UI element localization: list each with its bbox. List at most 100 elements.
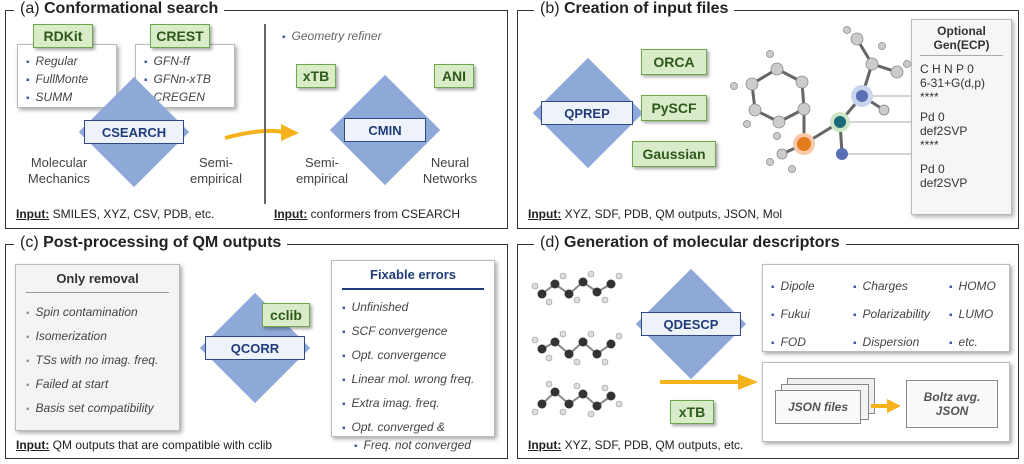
gen-line: def2SVP bbox=[920, 124, 968, 138]
gen-ecp-title: Optional Gen(ECP) bbox=[933, 24, 990, 52]
cmin-module: CMIN bbox=[344, 118, 426, 142]
panel-b-prefix: (b) bbox=[540, 0, 564, 17]
input-label: Input: bbox=[528, 438, 562, 452]
panel-c-title: (c) Post-processing of QM outputs bbox=[14, 234, 288, 252]
qcorr-module: QCORR bbox=[205, 336, 305, 360]
input-label: Input: bbox=[274, 207, 308, 221]
fixable-errors-box: Fixable errors Unfinished SCF convergenc… bbox=[331, 260, 495, 452]
fixable-item: Unfinished bbox=[342, 296, 494, 320]
panel-d-title: (d) Generation of molecular descriptors bbox=[534, 234, 846, 252]
input-text: XYZ, SDF, PDB, QM outputs, etc. bbox=[561, 438, 744, 452]
descriptor-item: HOMO bbox=[949, 273, 996, 301]
panel-a-prefix: (a) bbox=[20, 0, 44, 17]
descriptor-item: Fukui bbox=[771, 301, 853, 329]
input-text: QM outputs that are compatible with ccli… bbox=[49, 438, 273, 452]
fixable-item-cont: Freq. not converged bbox=[342, 437, 494, 455]
input-label: Input: bbox=[16, 438, 50, 452]
rdkit-box: RDKit bbox=[33, 24, 93, 48]
gen-line: Pd 0 bbox=[920, 162, 945, 176]
removal-item: TSs with no imag. freq. bbox=[26, 349, 179, 373]
panel-a-title: (a) Conformational search bbox=[14, 0, 225, 18]
crest-option: GFNn-xTB bbox=[144, 71, 234, 89]
descriptors-col-2: Charges Polarizability Dispersion bbox=[853, 273, 949, 357]
removal-item: Isomerization bbox=[26, 325, 179, 349]
gen-line: C H N P 0 bbox=[920, 62, 974, 76]
panel-d-prefix: (d) bbox=[540, 234, 564, 251]
gen-line: Pd 0 bbox=[920, 110, 945, 124]
panel-c-title-text: Post-processing of QM outputs bbox=[43, 234, 282, 251]
gen-ecp-box: Optional Gen(ECP) C H N P 0 6-31+G(d,p) … bbox=[911, 19, 1012, 215]
fixable-divider bbox=[342, 288, 484, 290]
fixable-item: Extra imag. freq. bbox=[342, 392, 494, 416]
input-label: Input: bbox=[528, 207, 562, 221]
fixable-item: SCF convergence bbox=[342, 320, 494, 344]
descriptor-item: Polarizability bbox=[853, 301, 949, 329]
descriptors-col-3: HOMO LUMO etc. bbox=[949, 273, 996, 357]
cclib-box: cclib bbox=[262, 303, 310, 327]
xtb-box-d: xTB bbox=[670, 400, 714, 424]
panel-b-input: Input: XYZ, SDF, PDB, QM outputs, JSON, … bbox=[528, 207, 782, 221]
arrow-to-boltz bbox=[871, 399, 901, 413]
removal-item: Failed at start bbox=[26, 373, 179, 397]
orca-box: ORCA bbox=[641, 49, 707, 75]
crest-option: CREGEN bbox=[144, 89, 234, 107]
only-removal-divider bbox=[26, 292, 169, 293]
panel-c-prefix: (c) bbox=[20, 234, 44, 251]
fixable-item: Opt. convergence bbox=[342, 344, 494, 368]
panel-d-title-text: Generation of molecular descriptors bbox=[564, 234, 840, 251]
fixable-item: Linear mol. wrong freq. bbox=[342, 368, 494, 392]
rdkit-option: SUMM bbox=[26, 89, 116, 107]
fixable-item: Opt. converged & bbox=[342, 419, 494, 437]
panel-a-input-2: Input: conformers from CSEARCH bbox=[274, 207, 460, 221]
pyscf-box: PySCF bbox=[641, 95, 707, 121]
xtb-box: xTB bbox=[296, 64, 336, 88]
gen-line: 6-31+G(d,p) bbox=[920, 76, 986, 90]
panel-c-input: Input: QM outputs that are compatible wi… bbox=[16, 438, 272, 452]
geometry-refiner-label: Geometry refiner bbox=[282, 28, 382, 46]
descriptor-item: Charges bbox=[853, 273, 949, 301]
descriptor-item: LUMO bbox=[949, 301, 996, 329]
gen-line: def2SVP bbox=[920, 176, 968, 190]
molecule-3d-illustration bbox=[730, 26, 912, 173]
conformers-illustration bbox=[531, 270, 623, 418]
rdkit-option: Regular bbox=[26, 53, 116, 71]
rdkit-option: FullMonte bbox=[26, 71, 116, 89]
panel-b-title-text: Creation of input files bbox=[564, 0, 729, 17]
descriptors-box: Dipole Fukui FOD Charges Polarizability … bbox=[762, 264, 1010, 352]
only-removal-box: Only removal Spin contamination Isomeriz… bbox=[15, 264, 180, 431]
fixable-errors-title: Fixable errors bbox=[370, 267, 456, 282]
panel-a-title-text: Conformational search bbox=[44, 0, 219, 17]
json-files-box: JSON files bbox=[775, 390, 861, 424]
qdescp-module: QDESCP bbox=[641, 312, 741, 336]
semi-empirical-label-2: Semi- empirical bbox=[295, 155, 348, 186]
descriptor-item: etc. bbox=[949, 329, 996, 357]
descriptor-item: Dispersion bbox=[853, 329, 949, 357]
csearch-module: CSEARCH bbox=[84, 120, 184, 144]
arrow-csearch-to-cmin bbox=[224, 124, 299, 141]
panel-b-title: (b) Creation of input files bbox=[534, 0, 735, 18]
panel-a-divider bbox=[264, 24, 266, 204]
molecular-mechanics-label: Molecular Mechanics bbox=[27, 155, 91, 186]
qprep-module: QPREP bbox=[541, 101, 633, 125]
descriptors-col-1: Dipole Fukui FOD bbox=[771, 273, 853, 357]
boltz-avg-json-box: Boltz avg. JSON bbox=[906, 380, 998, 428]
panel-d-input: Input: XYZ, SDF, PDB, QM outputs, etc. bbox=[528, 438, 743, 452]
arrow-to-descriptors bbox=[660, 374, 758, 390]
panel-a-input: Input: SMILES, XYZ, CSV, PDB, etc. bbox=[16, 207, 214, 221]
input-text: XYZ, SDF, PDB, QM outputs, JSON, Mol bbox=[561, 207, 783, 221]
gaussian-box: Gaussian bbox=[632, 141, 716, 167]
only-removal-title: Only removal bbox=[56, 271, 139, 286]
rdkit-options-box: Regular FullMonte SUMM bbox=[17, 44, 117, 108]
descriptor-item: Dipole bbox=[771, 273, 853, 301]
input-text: SMILES, XYZ, CSV, PDB, etc. bbox=[49, 207, 215, 221]
gen-line: **** bbox=[920, 138, 939, 152]
removal-item: Basis set compatibility bbox=[26, 397, 179, 421]
gen-divider bbox=[920, 55, 1003, 56]
semi-empirical-label: Semi- empirical bbox=[189, 155, 242, 186]
input-label: Input: bbox=[16, 207, 50, 221]
descriptor-item: FOD bbox=[771, 329, 853, 357]
removal-item: Spin contamination bbox=[26, 301, 179, 325]
input-text: conformers from CSEARCH bbox=[307, 207, 461, 221]
gen-line: **** bbox=[920, 90, 939, 104]
crest-option: GFN-ff bbox=[144, 53, 234, 71]
